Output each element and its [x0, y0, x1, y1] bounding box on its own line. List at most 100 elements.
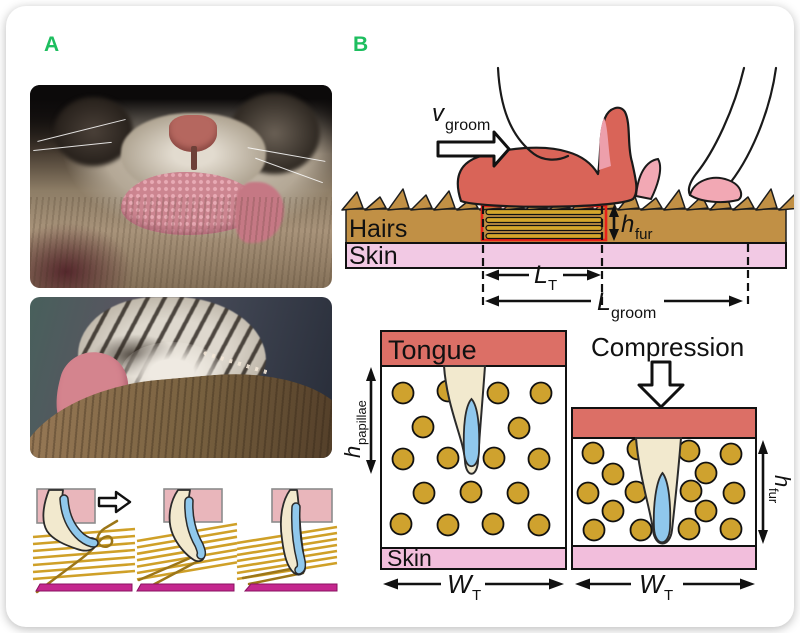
hair-circle — [527, 447, 551, 471]
hair-circle — [411, 415, 435, 439]
fur-tuft — [663, 189, 686, 211]
papilla-hair-sequence-step-3 — [236, 488, 338, 592]
hair-circle — [391, 447, 415, 471]
hair-circle — [412, 481, 436, 505]
svg-text:W: W — [639, 569, 666, 599]
panel-a-label: A — [44, 33, 60, 56]
hair-circle — [481, 512, 505, 536]
cat-cheek-left — [54, 97, 133, 167]
papillae-cross-section-diagrams: Tongue Skin h papillae W T — [340, 330, 794, 604]
hair-circle — [506, 481, 530, 505]
svg-text:T: T — [548, 277, 557, 294]
saliva-drop — [462, 397, 481, 468]
h-papillae-dimension: h papillae — [340, 367, 376, 474]
fur-tuft — [732, 196, 755, 211]
fur-tuft — [387, 188, 410, 211]
fur-tuft — [410, 194, 433, 211]
dragged-hair — [137, 553, 199, 582]
paw-outline — [687, 66, 746, 197]
saliva-channel — [60, 495, 98, 547]
hair-circle — [677, 517, 701, 541]
hair-circle — [694, 461, 718, 485]
hair-circle — [436, 513, 460, 537]
h-fur-dimension: h fur — [609, 205, 653, 243]
hair-circle — [679, 479, 703, 503]
hair-circle — [459, 480, 483, 504]
compression-label: Compression — [591, 332, 744, 362]
l-t-dimension: L T — [485, 261, 601, 294]
photo-cat-tongue-closeup — [30, 85, 332, 288]
svg-text:h: h — [770, 475, 794, 487]
fur-tuft — [755, 188, 778, 211]
hair-circle — [391, 381, 415, 405]
hair-circle — [694, 499, 718, 523]
skin-band — [380, 547, 567, 570]
hair-circle — [581, 441, 605, 465]
groom-direction-arrow-icon — [436, 130, 511, 168]
v-groom-label: v groom — [432, 100, 490, 134]
paw-pad — [688, 176, 743, 204]
paw-outline-2 — [724, 66, 778, 190]
saliva-channel — [185, 497, 205, 559]
chin-outline — [496, 66, 570, 161]
cat-nose — [168, 115, 218, 152]
hair-circle — [629, 518, 653, 542]
dragged-hair — [247, 571, 305, 586]
saliva-channel — [292, 503, 305, 574]
hair-circle — [677, 439, 701, 463]
w-t-dimension-right: W T — [575, 569, 755, 604]
hair-circle — [527, 513, 551, 537]
cat-philtrum — [190, 145, 197, 171]
svg-text:L: L — [597, 288, 611, 316]
skin-strip — [136, 583, 235, 592]
hair-cross-section-circles — [389, 379, 553, 537]
saliva-drop — [652, 471, 672, 544]
svg-text:h: h — [340, 446, 365, 458]
hair-circle — [722, 481, 746, 505]
hair-circle — [486, 381, 510, 405]
skin-band — [571, 545, 757, 570]
figure-card: A B — [6, 6, 794, 627]
hair-circle — [529, 381, 553, 405]
hair-circle — [389, 512, 413, 536]
papilla-hair-sequence-step-1 — [32, 488, 136, 594]
svg-text:h: h — [621, 211, 634, 238]
fur-tuft — [640, 197, 663, 211]
hairs-label: Hairs — [349, 215, 407, 243]
hair-circle — [482, 446, 506, 470]
hair-circle — [576, 481, 600, 505]
skin-label: Skin — [387, 545, 432, 571]
hair-circle — [601, 462, 625, 486]
svg-text:T: T — [472, 587, 481, 604]
svg-text:groom: groom — [611, 305, 656, 322]
fur-tuft — [341, 191, 364, 211]
hair-circle — [507, 416, 531, 440]
svg-text:v: v — [432, 100, 446, 127]
cat-fur-texture — [30, 196, 332, 288]
skin-label: Skin — [349, 242, 398, 270]
hair-circle — [719, 442, 743, 466]
tongue-highlight — [599, 118, 611, 170]
svg-text:fur: fur — [766, 488, 781, 504]
skin-strip — [243, 583, 338, 592]
fur-tuft — [364, 196, 387, 211]
svg-text:papillae: papillae — [354, 400, 369, 445]
skin-band — [345, 242, 787, 269]
hair-circle — [601, 499, 625, 523]
fur-tuft — [433, 190, 456, 211]
svg-text:W: W — [447, 569, 474, 599]
tongue-side-shape — [456, 106, 638, 208]
compression-arrow-icon — [637, 360, 685, 409]
hair-circle — [436, 446, 460, 470]
papilla-hair-sequence-step-2 — [136, 488, 238, 592]
svg-text:L: L — [534, 261, 548, 289]
svg-text:groom: groom — [445, 117, 490, 134]
h-fur-dimension-right: h fur — [758, 440, 794, 544]
tongue-band — [571, 407, 757, 439]
compressed-hair-strands — [485, 208, 603, 240]
uncompressed-box: Tongue Skin h papillae W T — [340, 330, 567, 604]
tongue-label: Tongue — [388, 335, 477, 365]
tongue-band — [380, 330, 567, 367]
grooming-side-view-diagram: Hairs Skin v groom h fur L T — [341, 66, 794, 322]
hair-circle — [582, 518, 606, 542]
